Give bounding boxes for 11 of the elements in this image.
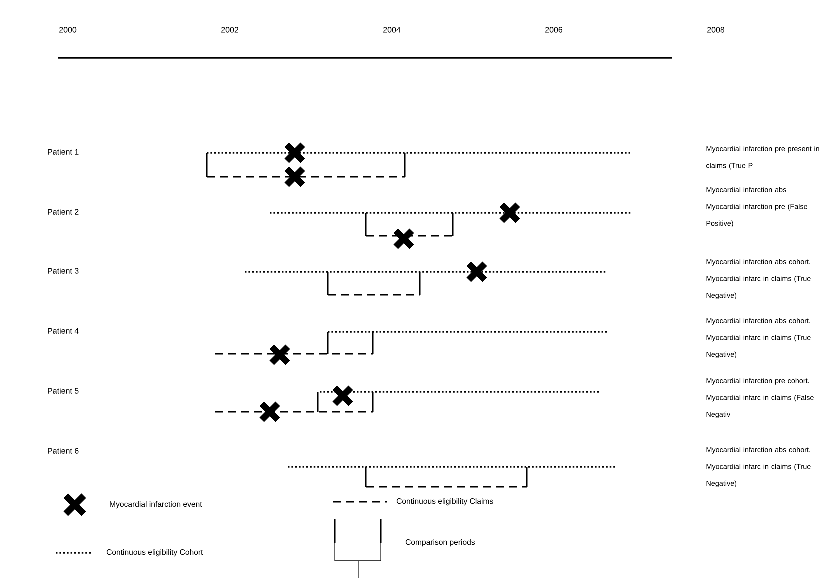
year-label: 2000 (60, 27, 77, 33)
patient-label: Patient 1 (48, 149, 79, 155)
patient-label: Patient 2 (48, 209, 79, 215)
year-label: 2006 (546, 27, 563, 33)
patient-label: Patient 4 (48, 328, 79, 334)
year-label: 2008 (708, 27, 725, 33)
patient-label: Patient 3 (48, 268, 79, 274)
year-label: 2004 (384, 27, 401, 33)
patient-label: Patient 5 (48, 388, 79, 394)
year-label: 2002 (222, 27, 238, 33)
patient-label: Patient 6 (48, 448, 79, 454)
